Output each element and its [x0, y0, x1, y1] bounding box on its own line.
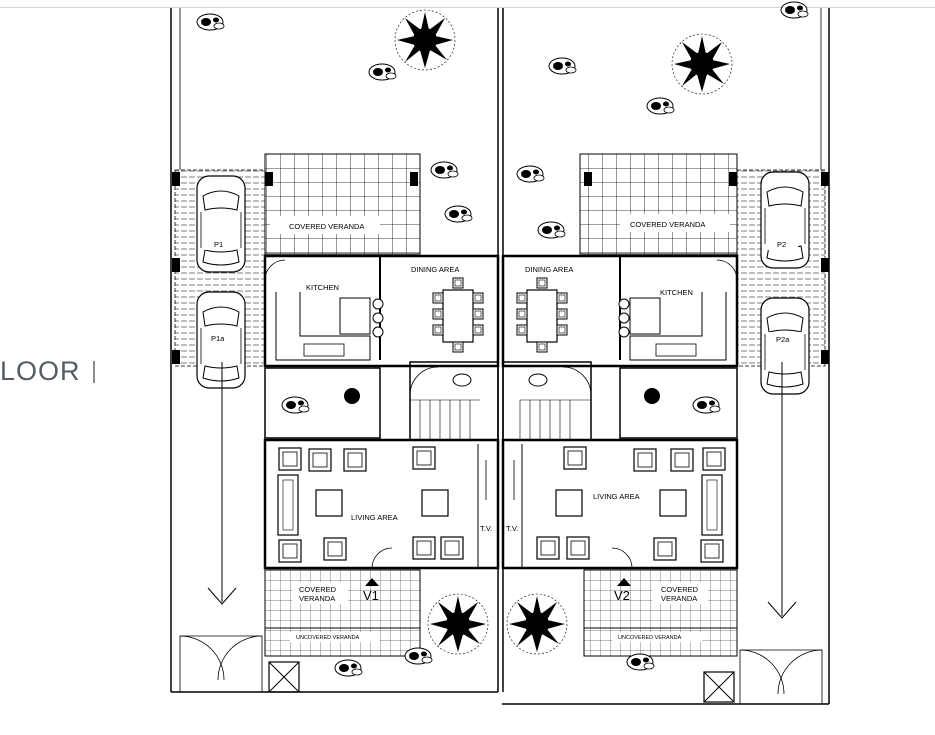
plan-labels: COVERED VERANDA P1 P1a KITCHEN DINING AR… [211, 220, 790, 641]
car-icon [196, 175, 246, 273]
left-covered-veranda-bottom-1: COVERED [299, 585, 337, 594]
top-divider [0, 7, 935, 8]
car-icon [760, 171, 810, 269]
shrub-icon [516, 165, 545, 183]
left-dining: DINING AREA [411, 265, 459, 274]
left-covered-veranda-bottom-2: VERANDA [299, 594, 335, 603]
shrub-icon [196, 13, 225, 31]
tree-icon [506, 593, 568, 655]
central-corridor [477, 444, 523, 568]
left-living: LIVING AREA [351, 513, 398, 522]
right-parking-2: P2a [776, 335, 790, 344]
left-kitchen: KITCHEN [306, 283, 339, 292]
shrub-icon [444, 205, 473, 223]
left-uncovered-veranda: UNCOVERED VERANDA [296, 635, 360, 641]
tree-icon [671, 33, 733, 95]
left-covered-veranda-top: COVERED VERANDA [289, 222, 364, 231]
right-covered-veranda-bottom-2: VERANDA [661, 594, 697, 603]
floor-title: LOOR [0, 356, 95, 387]
right-uncovered-veranda: UNCOVERED VERANDA [618, 635, 682, 641]
shrub-icon [626, 653, 655, 671]
floor-title-text: LOOR [0, 356, 81, 386]
tree-icon [394, 9, 456, 71]
tree-icon [427, 593, 489, 655]
left-villa-label: V1 [363, 588, 379, 603]
right-kitchen: KITCHEN [660, 288, 693, 297]
right-parking-1: P2 [777, 240, 786, 249]
right-dining: DINING AREA [525, 265, 573, 274]
covered-veranda-left-top [264, 153, 421, 255]
right-living: LIVING AREA [593, 492, 640, 501]
left-tv: T.V. [480, 524, 492, 533]
right-tv: T.V. [506, 524, 518, 533]
shrub-icon [430, 161, 459, 179]
right-villa-label: V2 [614, 588, 630, 603]
shrub-icon [646, 97, 675, 115]
left-parking-1: P1 [214, 240, 223, 249]
shrub-icon [404, 647, 433, 665]
right-covered-veranda-top: COVERED VERANDA [630, 220, 705, 229]
shrub-icon [548, 57, 577, 75]
left-parking-2: P1a [211, 334, 225, 343]
left-unit [172, 153, 500, 693]
right-covered-veranda-bottom-1: COVERED [661, 585, 699, 594]
shrub-icon [368, 63, 397, 81]
title-separator [92, 361, 95, 383]
shrub-icon [334, 659, 363, 677]
shrub-icon [780, 1, 809, 19]
right-unit [501, 153, 829, 704]
shrub-icon [537, 221, 566, 239]
